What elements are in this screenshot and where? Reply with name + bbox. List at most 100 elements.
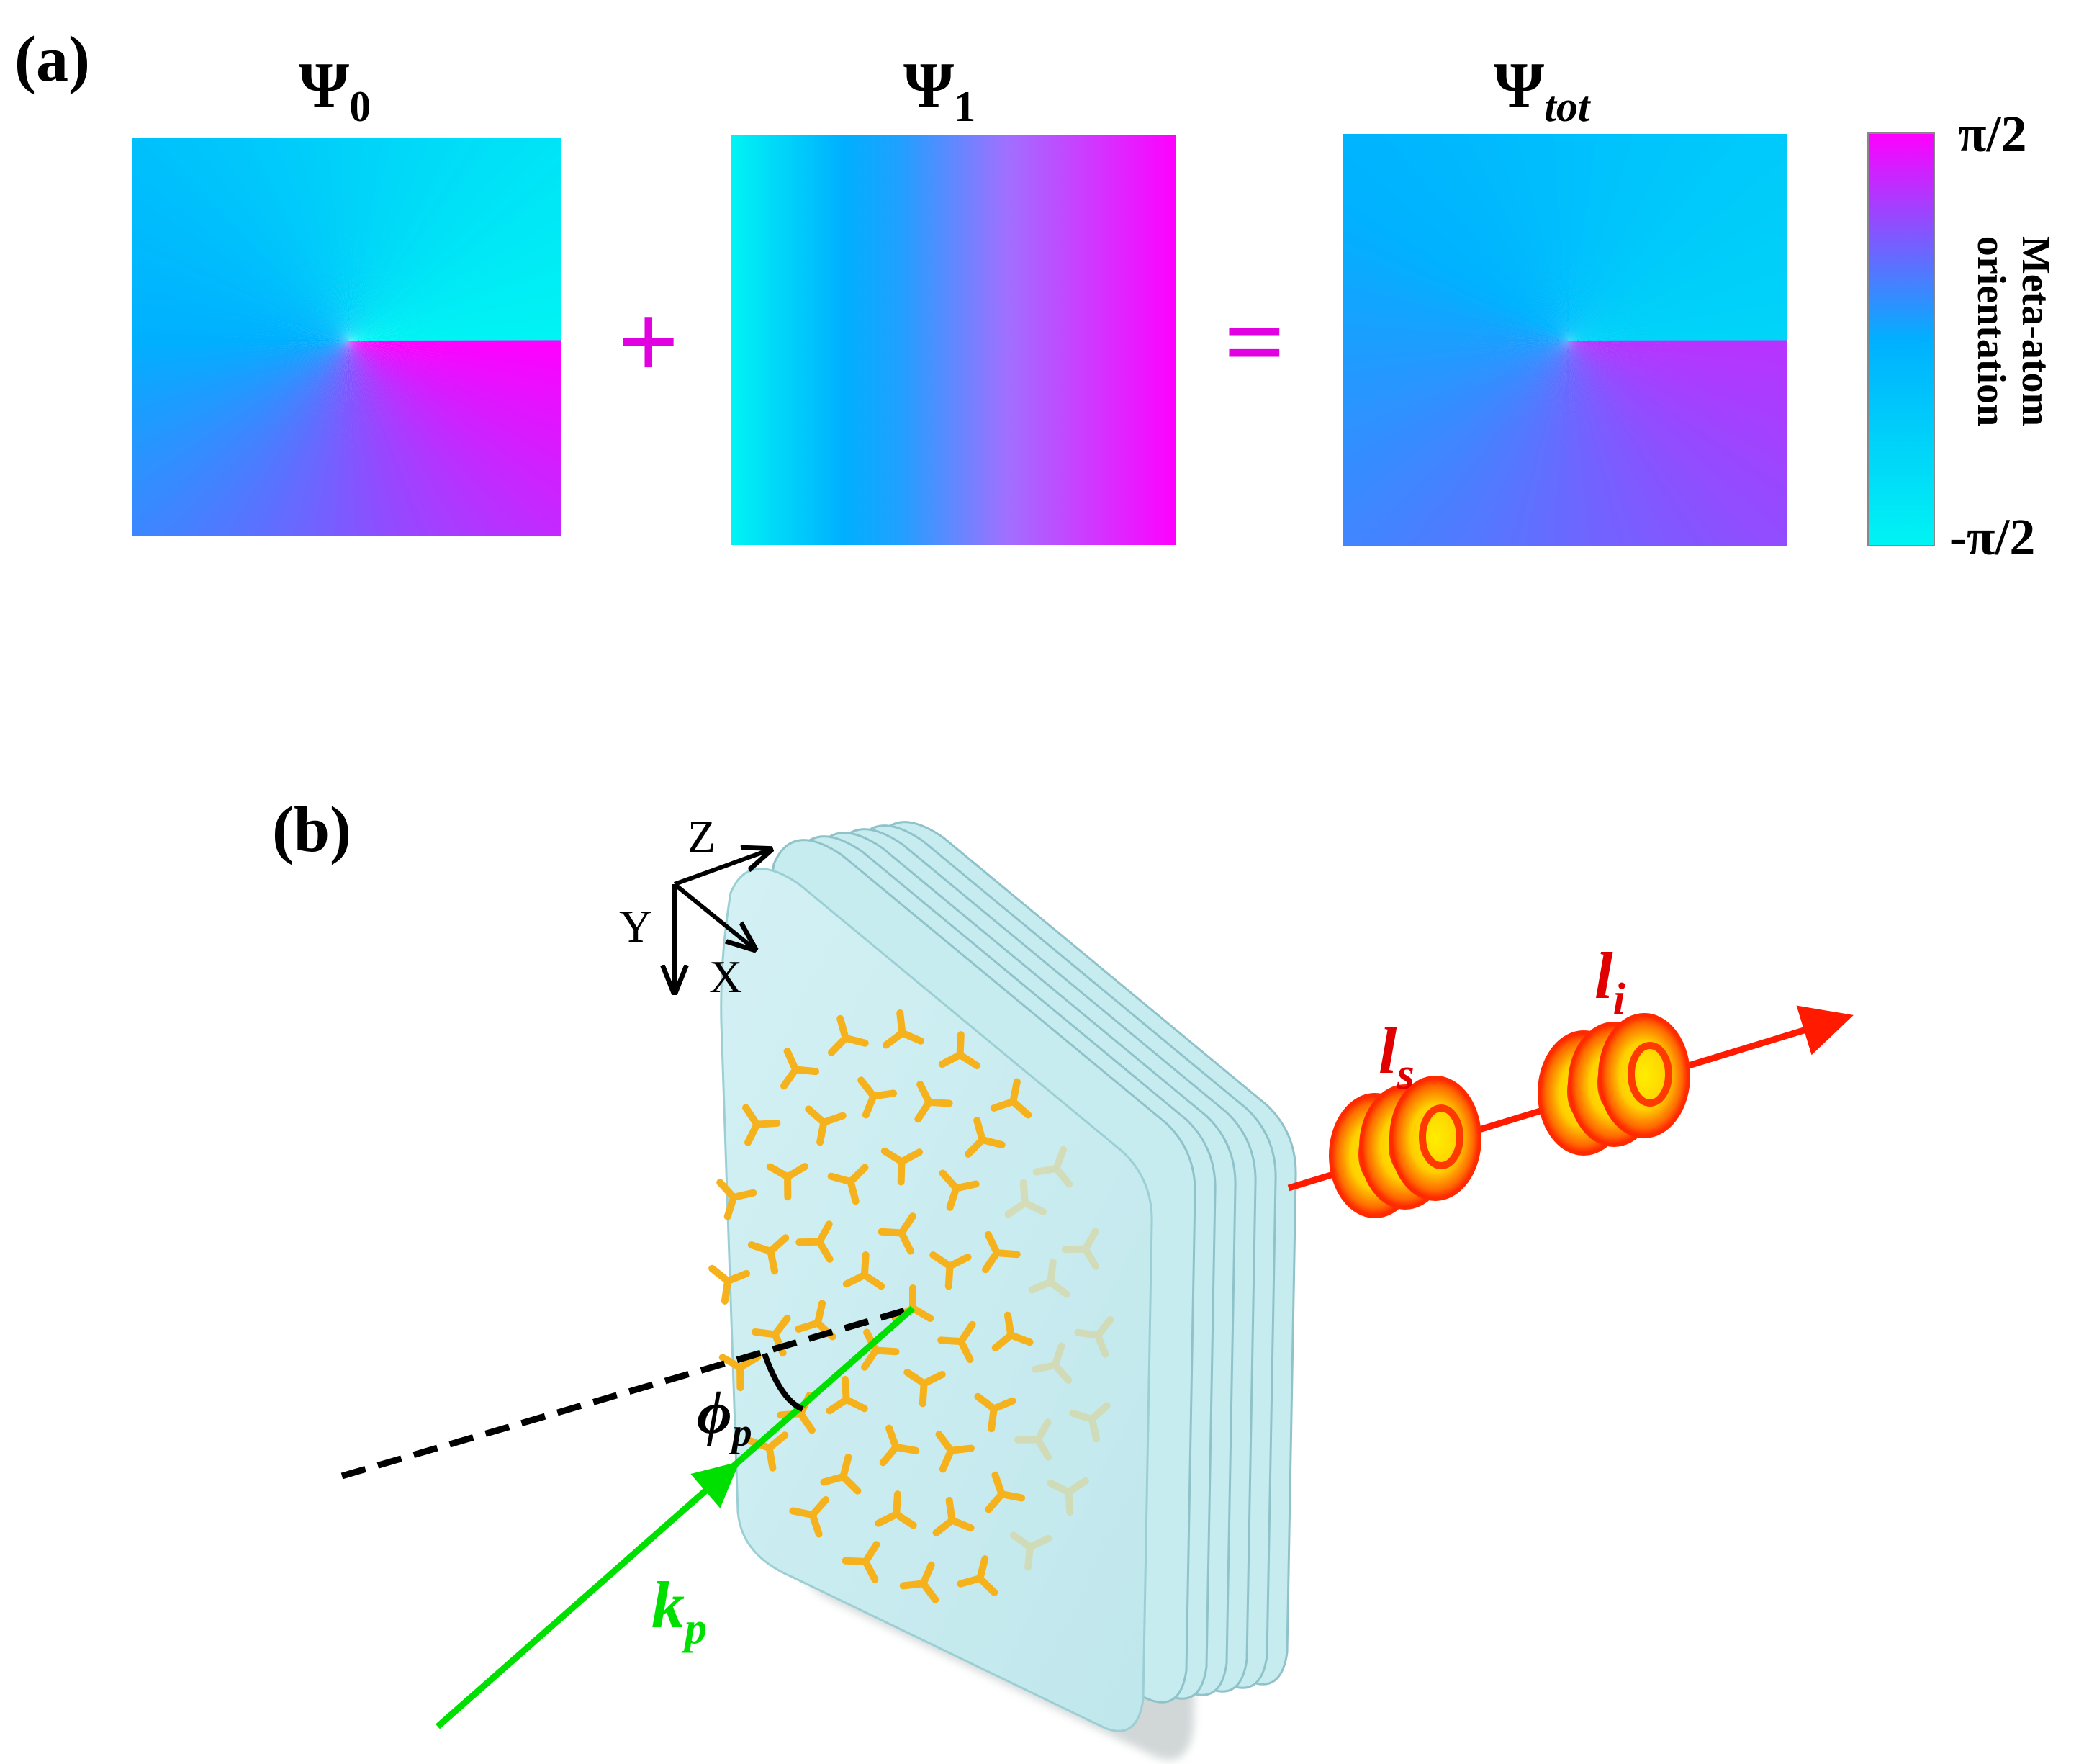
panel-a-label: (a) [14, 24, 90, 95]
z-axis-label: Z [687, 811, 716, 862]
meta-atom [935, 1431, 975, 1473]
meta-atom [789, 1496, 830, 1538]
meta-atom [1014, 1418, 1052, 1461]
meta-atom [1032, 1342, 1073, 1384]
idler-subscript: i [1613, 975, 1625, 1024]
idler-oam-beam [1538, 1013, 1690, 1156]
psi1-title: Ψ1 [903, 50, 975, 130]
meta-atom [982, 1230, 1021, 1274]
x-axis-label: X [709, 951, 742, 1002]
z-axis-arrow [673, 850, 770, 886]
pump-beam-arrowhead [689, 1461, 740, 1508]
meta-atom [1061, 1228, 1100, 1270]
signal-oam-beam [1329, 1076, 1481, 1218]
equals-sign: = [1224, 282, 1285, 402]
oam-ring [1598, 1013, 1690, 1138]
colorbar [1867, 132, 1935, 546]
meta-atom [1032, 1146, 1073, 1188]
plus-sign: + [618, 282, 679, 402]
meta-atom [964, 1117, 1006, 1158]
pump-subscript: p [681, 1604, 707, 1653]
meta-atom [957, 1555, 998, 1596]
meta-atom [1009, 1531, 1052, 1571]
psitot-map [1343, 134, 1787, 546]
colorbar-title-line2: orientation [1969, 236, 2013, 426]
svg-text:Ψtot: Ψtot [1494, 50, 1592, 130]
meta-atom [903, 1369, 946, 1408]
angle-arc [762, 1352, 804, 1412]
colorbar-title-line1: Meta-atom [2013, 236, 2058, 426]
meta-atom [1028, 1258, 1070, 1298]
signal-symbol: l [1379, 1014, 1397, 1087]
meta-atom [827, 1164, 869, 1205]
psi1-subscript: 1 [954, 83, 975, 130]
colorbar-min-label: -π/2 [1949, 508, 2035, 566]
coordinate-axes: Z Y X [619, 811, 770, 1002]
meta-atom [914, 1080, 953, 1123]
psi0-title: Ψ0 [299, 50, 371, 130]
meta-atom [766, 1163, 809, 1201]
y-axis-label: Y [619, 901, 652, 952]
meta-atom [990, 1078, 1032, 1119]
plate-front-face [720, 868, 1153, 1732]
psitot-symbol: Ψ [1494, 50, 1544, 121]
meta-atom [747, 1234, 790, 1275]
pump-symbol: k [651, 1568, 685, 1642]
psitot-subscript: tot [1544, 83, 1592, 130]
meta-atom [820, 1453, 862, 1495]
meta-atom [718, 1353, 762, 1392]
meta-atom [795, 1220, 834, 1263]
meta-atom [882, 1009, 925, 1049]
colorbar-max-label: π/2 [1958, 105, 2026, 163]
meta-atom-array [708, 1009, 1114, 1603]
meta-atom [899, 1561, 939, 1603]
angle-symbol: ϕ [697, 1380, 732, 1446]
idler-symbol: l [1594, 939, 1613, 1012]
pump-label: kp [651, 1568, 707, 1653]
meta-atom [880, 1147, 924, 1186]
meta-atom [879, 1424, 920, 1467]
psi1-symbol: Ψ [903, 50, 954, 121]
psi0-symbol: Ψ [299, 50, 349, 121]
meta-atom [708, 1264, 750, 1305]
meta-atom [842, 1541, 880, 1583]
meta-atom [938, 1031, 981, 1070]
meta-atom [805, 1105, 847, 1146]
meta-atom [1004, 1179, 1047, 1218]
pump-beam [436, 1305, 915, 1729]
meta-atom [878, 1212, 916, 1255]
signal-subscript: s [1397, 1050, 1415, 1099]
psi0-subscript: 0 [349, 83, 371, 130]
meta-atom [974, 1392, 1016, 1433]
meta-atom [1047, 1477, 1089, 1516]
oam-ring [1389, 1076, 1481, 1201]
meta-atom [985, 1471, 1026, 1513]
meta-atom [1069, 1402, 1111, 1443]
meta-atom [842, 1251, 885, 1290]
meta-atom [1074, 1315, 1114, 1358]
x-axis-arrow [673, 882, 754, 949]
surface-normal-dashed-line [340, 1305, 914, 1480]
meta-atom [875, 1490, 917, 1529]
meta-atom [857, 1076, 898, 1119]
psitot-title: Ψtot [1494, 50, 1592, 130]
plate-stack [720, 821, 1297, 1760]
svg-text:Ψ0: Ψ0 [299, 50, 371, 130]
meta-atom [939, 1169, 980, 1211]
psi0-map [132, 138, 561, 536]
meta-atom [929, 1251, 972, 1290]
meta-atom [716, 1179, 757, 1220]
signal-label: ls [1379, 1014, 1415, 1099]
meta-atom [826, 1376, 868, 1415]
meta-atom [780, 1048, 820, 1090]
meta-atom [937, 1320, 976, 1364]
angle-label: ϕp [697, 1380, 752, 1455]
panel-b-label: (b) [272, 794, 351, 865]
idler-label: li [1594, 939, 1625, 1024]
psi1-map [731, 135, 1176, 545]
svg-text:Ψ1: Ψ1 [903, 50, 975, 130]
meta-atom [742, 1104, 781, 1146]
meta-atom [932, 1496, 975, 1536]
meta-atom [828, 1014, 869, 1056]
